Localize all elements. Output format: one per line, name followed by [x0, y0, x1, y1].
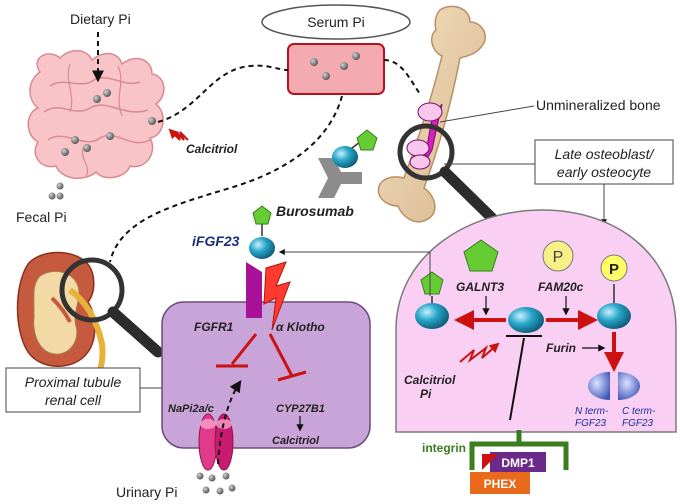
osteoblast-label-box: [534, 139, 674, 185]
serum-pi-oval: [261, 4, 411, 40]
bone-magnifier-icon: [397, 123, 500, 226]
kidney-magnifier-icon: [59, 257, 164, 358]
calcitriol-kidney-label: Calcitriol: [272, 435, 320, 447]
nterm-label-line1: N term-: [575, 406, 609, 417]
fgfr1-label: FGFR1: [194, 320, 234, 334]
gut-to-serum-dashed-path: [157, 64, 289, 123]
serum-pi-particles: [310, 52, 360, 80]
fam20c-label: FAM20c: [538, 280, 584, 294]
p-bound-label: P: [609, 261, 619, 278]
osteoblast-label-line2: early osteocyte: [557, 164, 651, 180]
unmineralized-bone-box: [531, 93, 677, 117]
proximal-label-line2: renal cell: [45, 392, 102, 408]
serum-pi-box: [287, 43, 385, 95]
klotho-receptor-icon: [263, 261, 291, 331]
burosumab-label: Burosumab: [276, 203, 354, 219]
inhibit-napi-line: [230, 333, 258, 365]
burosumab-antibody-icon: [318, 129, 378, 198]
phex-block: [470, 472, 530, 494]
phex-red-notch: [482, 454, 498, 470]
fgfr1-receptor-icon: [246, 262, 262, 318]
cterm-label-line1: C term-: [622, 406, 656, 417]
fecal-pi-label: Fecal Pi: [16, 209, 67, 225]
p-circle-icon: P: [542, 240, 574, 272]
cterm-fgf23-half-icon: [618, 372, 640, 400]
bone-icon: [377, 5, 486, 223]
ifgf23-label: iFGF23: [192, 233, 240, 249]
serum-to-bone-dashed-path: [383, 59, 421, 95]
kidney-icon: [16, 251, 106, 382]
calcitriol-gut-label: Calcitriol: [186, 142, 238, 156]
dmp1-block: [490, 452, 546, 472]
inhibit-cyp-bar: [277, 370, 307, 382]
nterm-label-line2: FGF23: [575, 418, 607, 429]
ifgf23-molecule-icon: [249, 205, 275, 259]
calcitriol-bone-zigzag-icon: [459, 342, 500, 363]
fgf23-phosphorylated-molecule-icon: P: [597, 254, 631, 329]
napi2ac-label: NaPi2a/c: [168, 403, 214, 415]
urinary-pi-label: Urinary Pi: [116, 484, 177, 500]
intestine-icon: [27, 50, 165, 179]
intestine-pi-particles: [61, 89, 156, 156]
fgf23-left-molecule-icon: [415, 271, 449, 329]
aklotho-label: α Klotho: [276, 320, 325, 334]
inhibit-cyp-line: [268, 333, 294, 377]
nterm-fgf23-half-icon: [588, 372, 610, 400]
calcitriol-bone-label: Calcitriol: [404, 373, 456, 387]
phex-label: PHEX: [484, 477, 517, 491]
serum-pi-label: Serum Pi: [307, 14, 365, 30]
osteoblast-label-line1: Late osteoblast/: [555, 146, 656, 162]
galnt3-label: GALNT3: [456, 280, 504, 294]
proximal-label-line1: Proximal tubule: [25, 374, 122, 390]
unmineralized-bone-label: Unmineralized bone: [536, 97, 661, 113]
fecal-pi-particles: [48, 182, 64, 200]
dietary-pi-label: Dietary Pi: [70, 11, 131, 27]
furin-label: Furin: [546, 341, 576, 355]
integrin-label: integrin: [422, 441, 466, 455]
p-circle-label: P: [553, 249, 564, 266]
cyp27b1-label: CYP27B1: [276, 403, 325, 415]
proximal-label-box: [5, 367, 141, 413]
calcitriol-gut-zigzag-icon: [168, 128, 189, 141]
napi-channel-icon: [198, 413, 234, 471]
unmineralized-bone-pointer: [439, 105, 535, 123]
pi-bone-label: Pi: [420, 387, 432, 401]
phex-inhibition-stem: [509, 337, 525, 421]
cterm-label-line2: FGF23: [622, 418, 654, 429]
urinary-to-cell-dashed-arrow: [217, 380, 242, 465]
fgf23-center-molecule-icon: [508, 307, 544, 333]
urinary-pi-particles: [196, 472, 236, 495]
dmp1-label: DMP1: [501, 456, 535, 470]
galnt3-pentagon-icon: [463, 239, 499, 272]
